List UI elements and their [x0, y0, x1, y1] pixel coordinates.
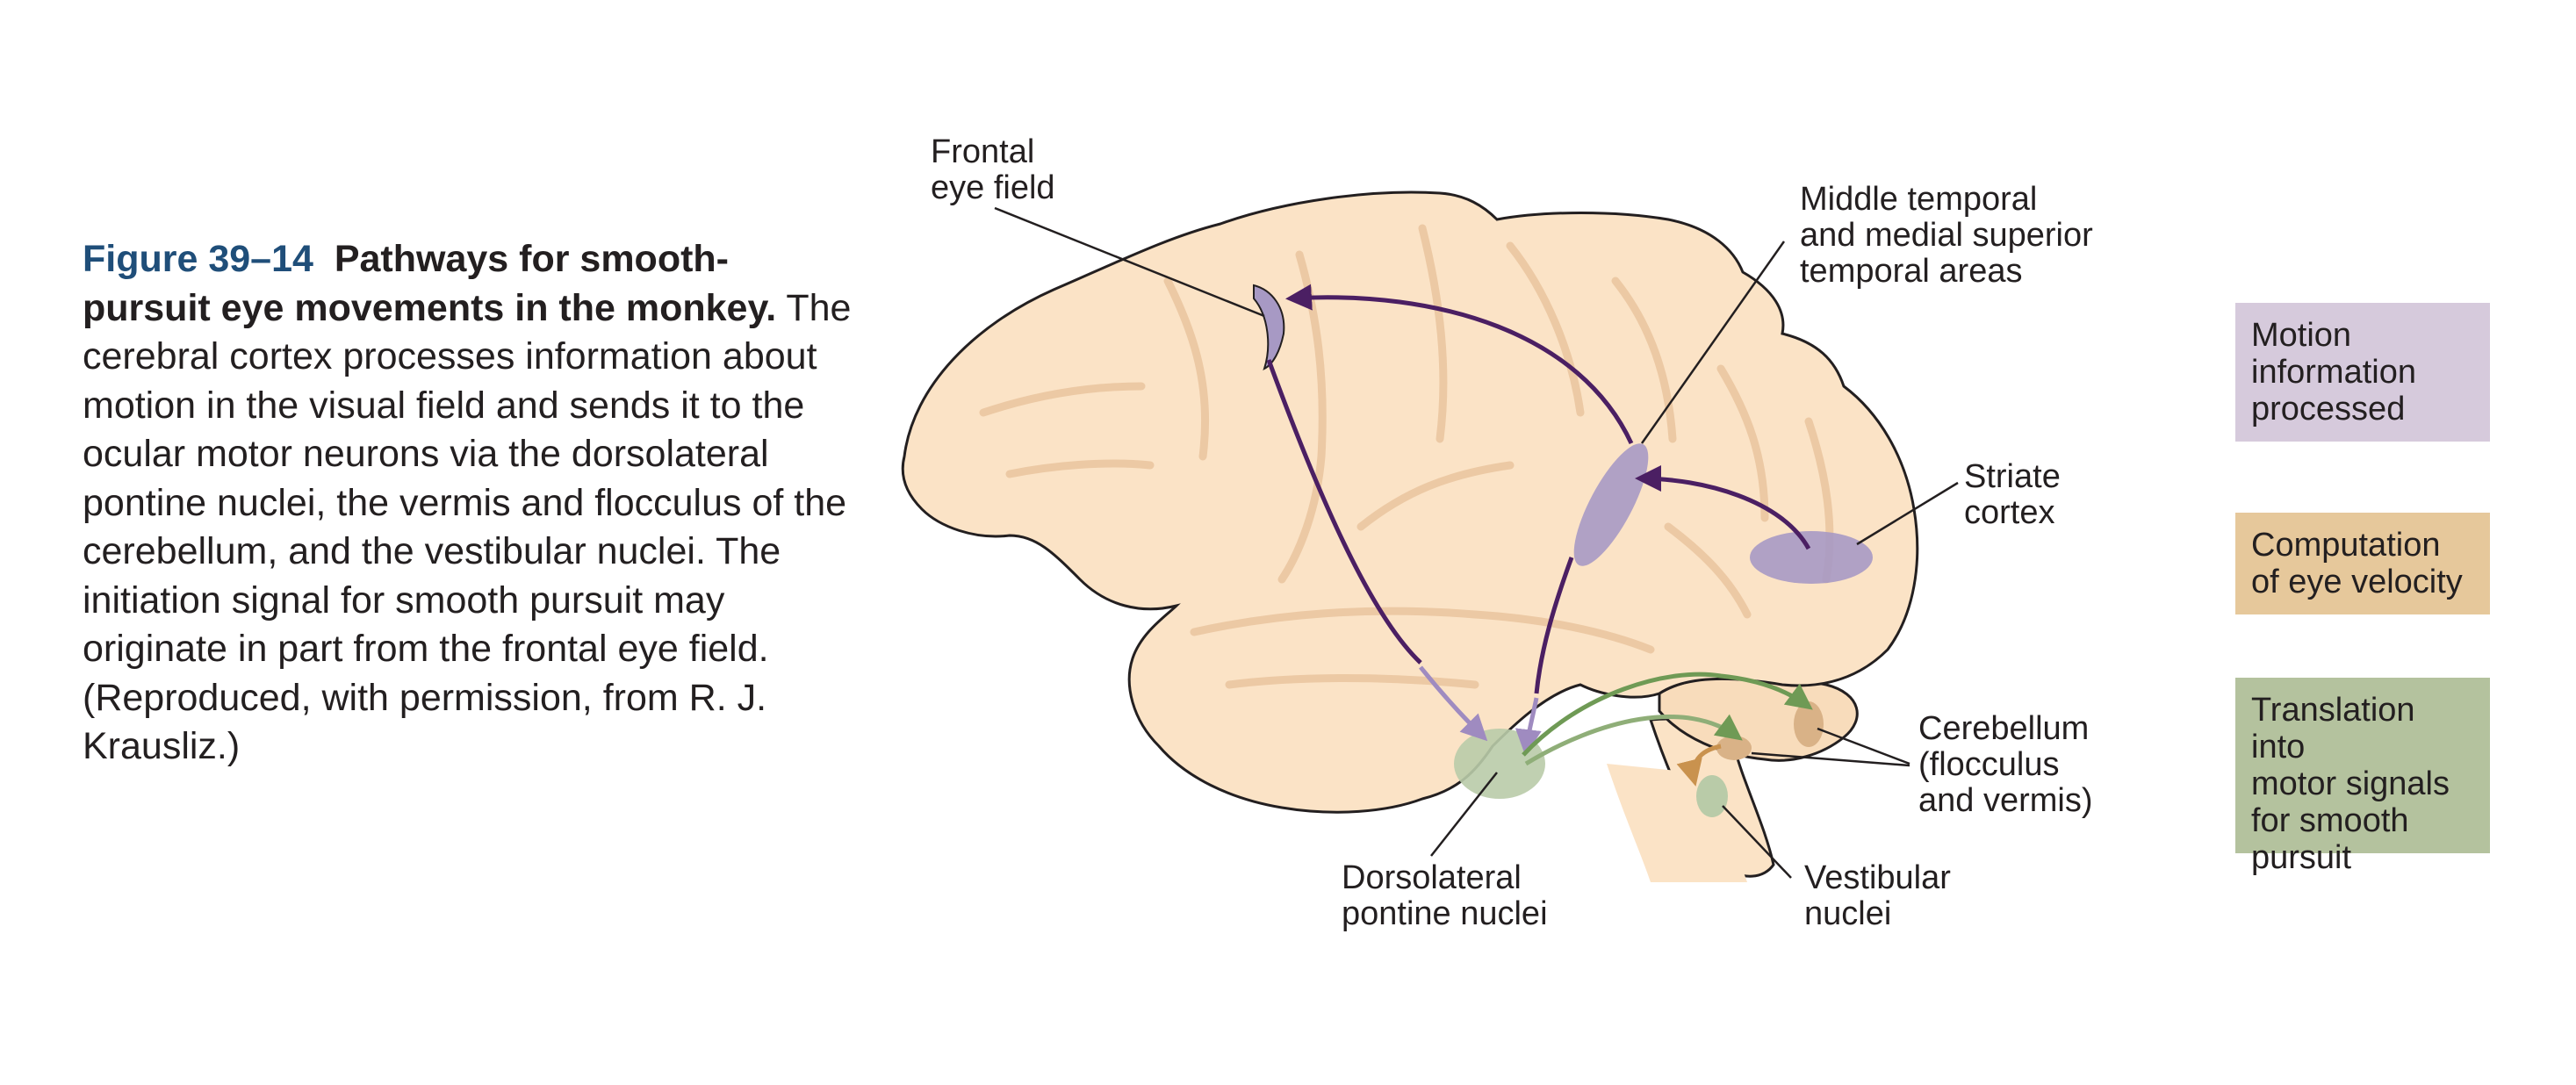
leader-cerebellum-flocculus [1751, 751, 1910, 767]
cerebellum-region-flocculus [1716, 736, 1752, 760]
striate-cortex-region [1750, 531, 1873, 584]
figure-number: Figure 39–14 [83, 238, 313, 280]
arrow-cerebellum-to-vestibular [1676, 744, 1722, 787]
leader-mt-mst [1640, 241, 1786, 444]
figure-title: Pathways for smooth-pursuit eye movement… [83, 238, 777, 329]
leader-vestibular-nuclei [1722, 805, 1792, 879]
leader-frontal-eye-field [994, 206, 1265, 318]
figure-body: The cerebral cortex processes informatio… [83, 286, 852, 768]
label-dorsolateral-pontine: Dorsolateral pontine nuclei [1342, 859, 1548, 932]
frontal-eye-field-region [1253, 284, 1285, 370]
legend-eye-velocity: Computation of eye velocity [2235, 513, 2490, 614]
dorsolateral-pontine-region [1454, 729, 1545, 799]
vestibular-nuclei-region [1696, 775, 1728, 817]
label-striate-cortex: Striate cortex [1964, 458, 2061, 531]
arrow-striate-to-mt [1635, 465, 1811, 550]
leader-cerebellum-vermis [1817, 727, 1910, 765]
mt-mst-region [1573, 443, 1649, 566]
label-mt-mst: Middle temporal and medial superior temp… [1800, 181, 2093, 290]
legend-motor-signals: Translation into motor signals for smoot… [2235, 678, 2490, 876]
arrow-mt-to-pontine-tail [1515, 697, 1542, 756]
cerebellum-region-vermis [1794, 701, 1824, 747]
leader-lines [994, 206, 1959, 879]
arrow-pontine-to-cerebellum-lower [1524, 714, 1743, 766]
arrow-fef-to-pontine-tail [1419, 665, 1488, 742]
label-vestibular-nuclei: Vestibular nuclei [1804, 859, 1951, 932]
arrow-fef-to-pontine [1266, 359, 1422, 665]
legend-motion-information: Motion information processed [2235, 303, 2490, 442]
label-cerebellum: Cerebellum (flocculus and vermis) [1918, 710, 2093, 819]
arrow-mt-to-pontine [1534, 557, 1574, 694]
figure-caption: Figure 39–14 Pathways for smooth-pursuit… [83, 235, 855, 772]
label-frontal-eye-field: Frontal eye field [931, 133, 1055, 206]
arrow-pontine-to-cerebellum-upper [1522, 672, 1813, 757]
leader-dorsolateral-pontine [1430, 772, 1498, 857]
arrow-mt-to-fef [1285, 284, 1634, 445]
medulla [1607, 764, 1747, 882]
sulci [979, 224, 1834, 689]
leader-striate-cortex [1856, 481, 1959, 546]
